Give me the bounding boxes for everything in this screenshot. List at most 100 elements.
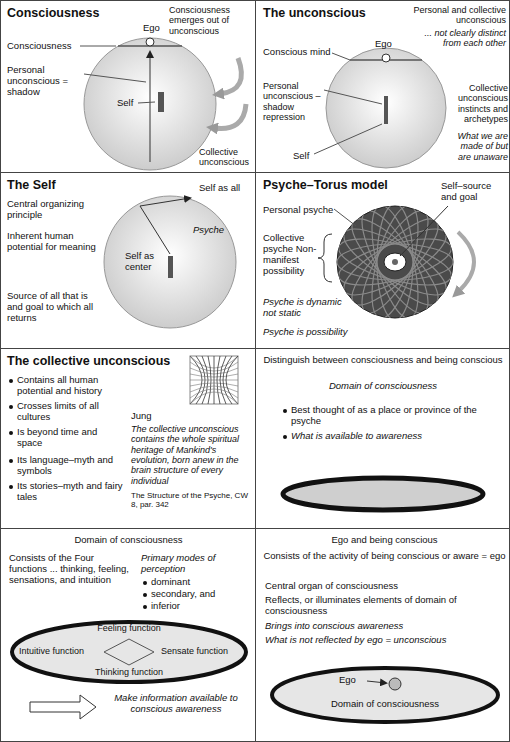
ego-symbol [382, 54, 390, 62]
self-symbol [158, 92, 164, 112]
label: Best thought of as a place or province o… [291, 405, 491, 427]
psyche-circle [326, 48, 446, 168]
label: Domain of consciousness [7, 535, 250, 546]
bracket [318, 234, 332, 282]
label: Self [293, 151, 317, 162]
label: Ego [143, 23, 167, 34]
self-symbol [392, 259, 398, 265]
panel-title: Consciousness [7, 6, 127, 20]
bullet-dot [9, 485, 13, 489]
label: Make information available to conscious … [103, 693, 249, 715]
label: Is beyond time and space [17, 427, 125, 449]
label: Sensate function [161, 646, 245, 656]
label: Consists of the activity of being consci… [263, 551, 506, 562]
leader-line [80, 46, 116, 47]
leader-line [324, 90, 382, 104]
leader-line [400, 206, 448, 256]
label: Contains all human potential and history [17, 375, 125, 397]
leader-line [138, 102, 155, 103]
bullet-dot [143, 581, 147, 585]
label: Psyche [193, 225, 233, 236]
label: Personal unconscious – shadow repression [263, 81, 325, 122]
panel: Domain of consciousnessConsists of the F… [0, 528, 256, 742]
leader-line [332, 53, 350, 60]
label: Self as all [199, 183, 253, 194]
label: What is available to awareness [291, 431, 491, 442]
label: Ego and being conscious [263, 535, 506, 546]
bullet-dot [143, 593, 147, 597]
self-symbol [384, 96, 388, 124]
torus-texture [334, 201, 455, 322]
panel-title: Psyche–Torus model [263, 178, 423, 192]
label: Collective unconscious instincts and arc… [450, 83, 508, 124]
panel: Psyche–Torus modelSelf–source and goalPe… [255, 172, 510, 349]
label: Self as center [125, 251, 165, 273]
label: Inherent human potential for meaning [7, 231, 99, 253]
bullet-dot [143, 605, 147, 609]
panel: The SelfCentral organizing principleInhe… [0, 172, 256, 349]
label: Consciousness emerges out of unconscious [169, 5, 253, 36]
bullet-dot [9, 379, 13, 383]
label: Collective unconscious [199, 147, 253, 168]
label: Central organ of consciousness [265, 581, 505, 592]
label: ... not clearly distinct from each other [406, 28, 506, 49]
panel: ConsciousnessEgoConsciousness emerges ou… [0, 0, 256, 173]
label: Intuitive function [19, 646, 99, 656]
panel: Distinguish between consciousness and be… [255, 348, 510, 529]
label: Central organizing principle [7, 199, 91, 221]
label: Feeling function [69, 623, 189, 633]
leader-line [84, 74, 146, 82]
label: secondary, and [151, 589, 241, 600]
flow-arrow [214, 104, 246, 129]
label: Ego [375, 39, 395, 50]
label: Source of all that is and goal to which … [7, 291, 103, 324]
torus-center [384, 253, 406, 271]
hollow-arrow [30, 695, 96, 719]
emerge-arrow [150, 52, 151, 162]
bullet-dot [283, 435, 287, 439]
label: Collective psyche Non-manifest possibili… [263, 233, 321, 277]
label: The collective unconscious contains the … [131, 424, 251, 486]
label: Personal and collective unconscious [396, 5, 506, 26]
label: Psyche is possibility [263, 327, 383, 338]
label: The Structure of the Psyche, CW 8, par. … [131, 491, 251, 509]
label: What we are made of but are unaware [450, 131, 508, 162]
flow-arrow [220, 58, 241, 94]
torus [337, 206, 453, 318]
self-symbol [168, 256, 173, 278]
ellipse-node: Feeling functionIntuitive function Sensat… [9, 619, 249, 685]
panel: The unconscious Personal and collective u… [255, 0, 510, 173]
domain-ellipse [283, 478, 483, 510]
label: Domain of consciousness [285, 699, 485, 710]
label: dominant [151, 577, 241, 588]
label: Thinking function [69, 667, 189, 677]
label: Brings into conscious awareness [265, 621, 505, 632]
ellipse-outline [269, 665, 501, 725]
label: Its stories–myth and fairy tales [17, 481, 125, 503]
ellipse-node: EgoDomain of consciousness [269, 665, 501, 725]
bullet-dot [283, 409, 287, 413]
label: Ego [339, 675, 365, 686]
label: Its language–myth and symbols [17, 455, 125, 477]
panel: The collective unconsciousContains all h… [0, 348, 256, 529]
panel-title: The unconscious [263, 6, 383, 20]
label: Primary modes of perception [141, 553, 249, 575]
label: Distinguish between consciousness and be… [263, 355, 503, 366]
label: Consciousness [7, 41, 77, 52]
bullet-dot [9, 431, 13, 435]
leader-line [314, 124, 382, 154]
label: Self [117, 98, 139, 109]
label: Personal unconscious = shadow [7, 65, 83, 98]
ego-symbol [146, 38, 154, 46]
label: Domain of consciousness [263, 381, 503, 392]
label: Personal psyche [263, 205, 343, 216]
label: Consists of the Four functions ... think… [9, 553, 133, 586]
label: Reflects, or illuminates elements of dom… [265, 595, 505, 617]
psyche-circle [84, 38, 216, 170]
self-arrow [140, 198, 190, 206]
label: Conscious mind [263, 47, 333, 58]
self-line [140, 206, 170, 254]
flow-arrow [458, 232, 474, 292]
label: Psyche is dynamic not static [263, 297, 343, 319]
